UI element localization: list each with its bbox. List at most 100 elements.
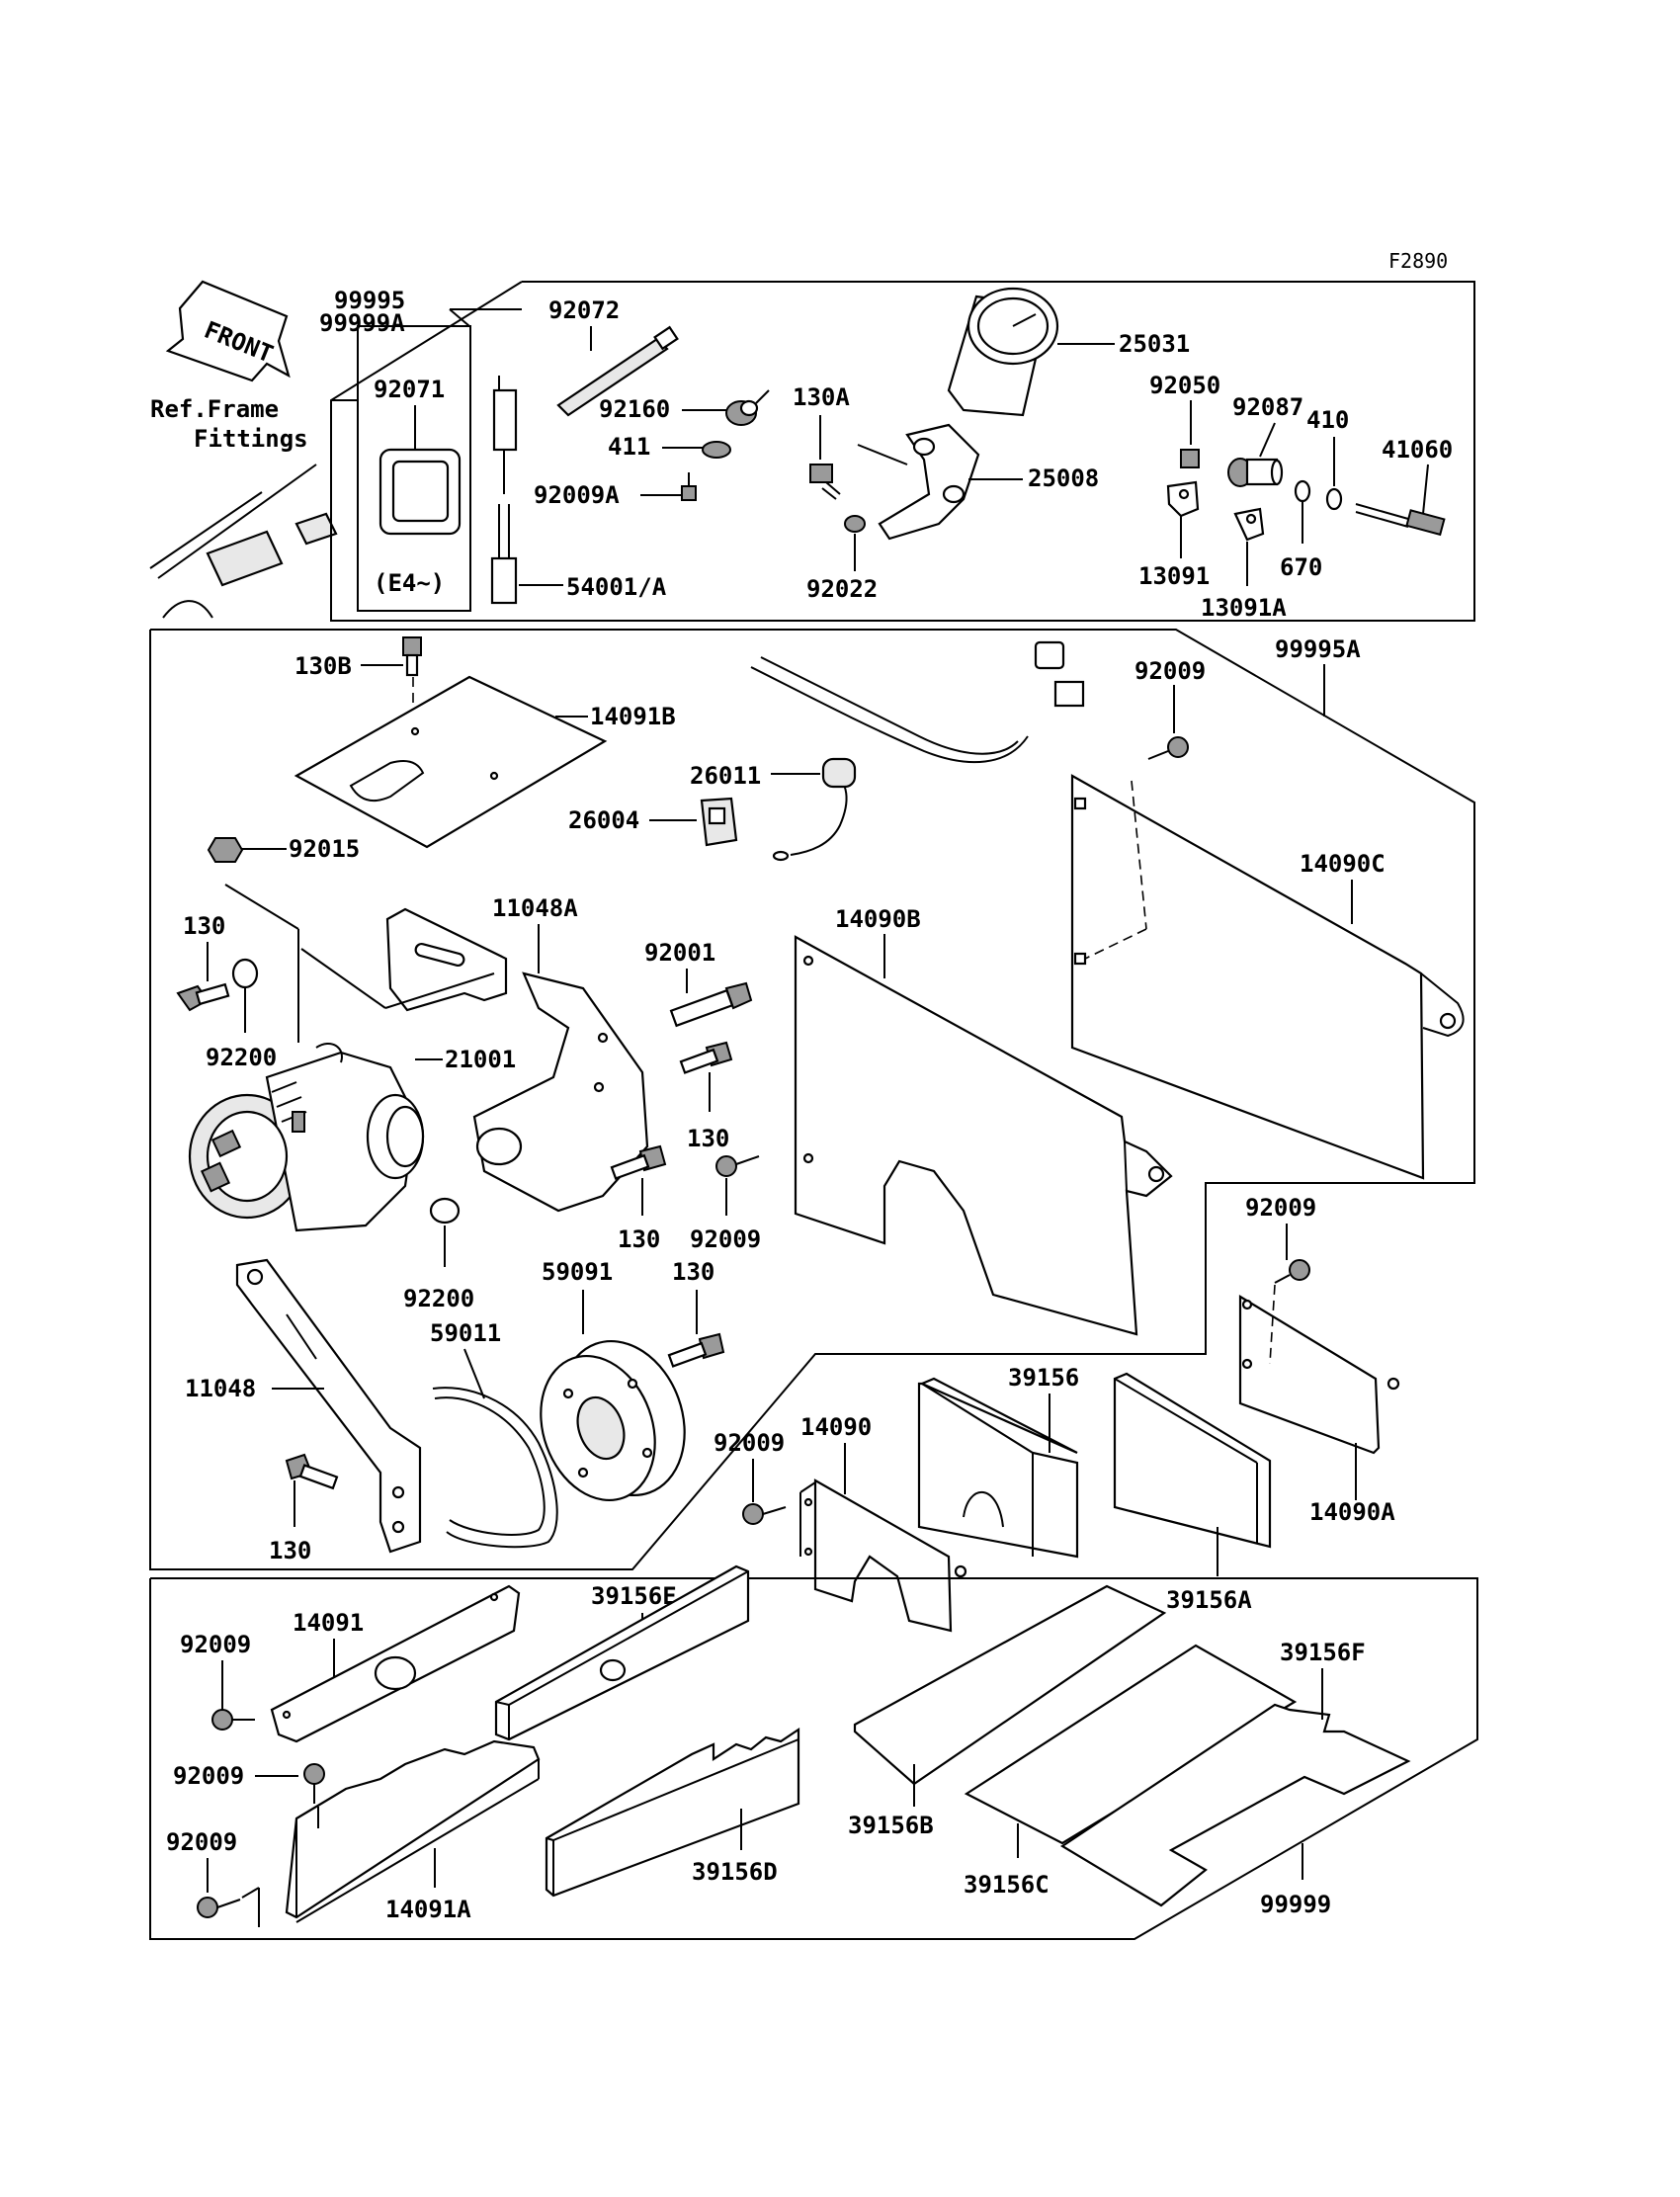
label-13091: 13091	[1138, 562, 1210, 590]
bolt-130-a	[176, 982, 230, 1012]
label-39156F: 39156F	[1280, 1639, 1366, 1666]
label-92087: 92087	[1232, 393, 1303, 421]
label-39156E: 39156E	[591, 1582, 677, 1610]
label-92009-d: 92009	[714, 1429, 785, 1457]
pad-39156E	[494, 1564, 750, 1741]
label-26004: 26004	[568, 806, 639, 834]
label-670: 670	[1280, 553, 1322, 581]
label-92022: 92022	[806, 575, 878, 603]
screw-92009-a	[1147, 736, 1189, 760]
pad-39156D	[545, 1727, 800, 1898]
bolt-130A	[809, 464, 841, 500]
cover-14090B	[794, 935, 1173, 1336]
label-99995: 99995	[334, 287, 405, 314]
screw-92009-d	[742, 1503, 787, 1525]
meter-25031	[947, 287, 1059, 417]
label-130-b: 130	[687, 1125, 729, 1152]
label-410: 410	[1306, 406, 1349, 434]
front-arrow-icon: FRONT	[165, 280, 291, 382]
washer-92022	[844, 515, 866, 533]
sheet-99999	[1059, 1703, 1411, 1907]
cover-14090C	[1070, 774, 1465, 1180]
cover-14090A	[1238, 1284, 1400, 1455]
frame-rail-sketch	[149, 464, 338, 619]
label-130-c: 130	[618, 1225, 660, 1253]
label-92200-b: 92200	[403, 1285, 474, 1312]
note-e4: (E4~)	[374, 569, 445, 597]
washer-92200-a	[231, 958, 259, 989]
label-39156: 39156	[1008, 1364, 1079, 1392]
label-54001A: 54001/A	[566, 573, 667, 601]
pad-39156A	[1113, 1372, 1272, 1549]
cover-14090	[799, 1479, 967, 1633]
bolt-130-d	[667, 1332, 725, 1368]
label-92050: 92050	[1149, 372, 1220, 399]
sheet-39156C	[964, 1644, 1298, 1845]
shaft-41060	[1355, 503, 1446, 537]
screw-92009-e	[211, 1709, 255, 1731]
cover-14091A	[285, 1739, 541, 1923]
plate-14091B	[294, 675, 608, 849]
wire-harness-26011	[750, 640, 1085, 862]
alternator-21001	[188, 1043, 425, 1232]
plate-13091A	[1233, 507, 1265, 542]
bolt-130-b	[679, 1041, 733, 1074]
label-99995A: 99995A	[1275, 635, 1361, 663]
grommet-92160	[725, 389, 770, 426]
cable-tie-92072	[556, 325, 679, 417]
bracket-11048A	[385, 907, 649, 1213]
label-130-e: 130	[269, 1537, 311, 1564]
label-39156D: 39156D	[692, 1858, 778, 1886]
label-92009-f: 92009	[173, 1762, 244, 1790]
washer-411	[702, 441, 731, 459]
bolt-92001	[669, 981, 753, 1028]
label-11048: 11048	[185, 1375, 256, 1402]
label-14091: 14091	[293, 1609, 364, 1637]
label-92009A: 92009A	[534, 481, 620, 509]
label-130B: 130B	[294, 652, 352, 680]
fitting-92087	[1227, 458, 1284, 487]
label-25008: 25008	[1028, 465, 1099, 492]
bracket-14091	[270, 1584, 521, 1743]
arm-11048	[235, 1258, 422, 1554]
speedometer-cable-54001	[490, 376, 518, 605]
fittings-label: Fittings	[194, 425, 308, 453]
label-92015: 92015	[289, 835, 360, 863]
label-13091A: 13091A	[1201, 594, 1287, 622]
washer-410	[1325, 487, 1343, 511]
label-92200-a: 92200	[206, 1044, 277, 1071]
label-14090: 14090	[800, 1413, 872, 1441]
screw-92009-c	[1274, 1259, 1310, 1284]
label-130-a: 130	[183, 912, 225, 940]
pad-39156	[917, 1377, 1079, 1559]
screw-92009-f	[303, 1763, 325, 1804]
figure-code: F2890	[1388, 249, 1448, 273]
label-92072: 92072	[548, 296, 620, 324]
label-26011: 26011	[690, 762, 761, 790]
oring-670	[1294, 479, 1311, 503]
label-59011: 59011	[430, 1319, 501, 1347]
bolt-130-e	[285, 1453, 339, 1490]
ref-frame-label: Ref.Frame	[150, 395, 279, 423]
bolt-130-c	[610, 1144, 667, 1180]
label-99999A: 99999A	[319, 309, 405, 337]
label-59091: 59091	[542, 1258, 613, 1286]
label-99999: 99999	[1260, 1891, 1331, 1918]
label-92160: 92160	[599, 395, 670, 423]
label-14090B: 14090B	[835, 905, 921, 933]
pulley-59091	[540, 1339, 686, 1502]
nut-92050	[1180, 449, 1200, 468]
label-92009-b: 92009	[690, 1225, 761, 1253]
label-39156C: 39156C	[964, 1871, 1050, 1899]
label-14090A: 14090A	[1309, 1498, 1395, 1526]
bottom-kit-frame	[149, 1577, 1478, 1940]
label-21001: 21001	[445, 1046, 516, 1073]
sheet-39156B	[853, 1584, 1167, 1786]
label-25031: 25031	[1119, 330, 1190, 358]
label-11048A: 11048A	[492, 894, 578, 922]
bracket-25008	[878, 423, 980, 541]
plate-13091	[1166, 480, 1200, 518]
boot-92071	[378, 448, 462, 536]
screw-92009A	[681, 472, 697, 501]
